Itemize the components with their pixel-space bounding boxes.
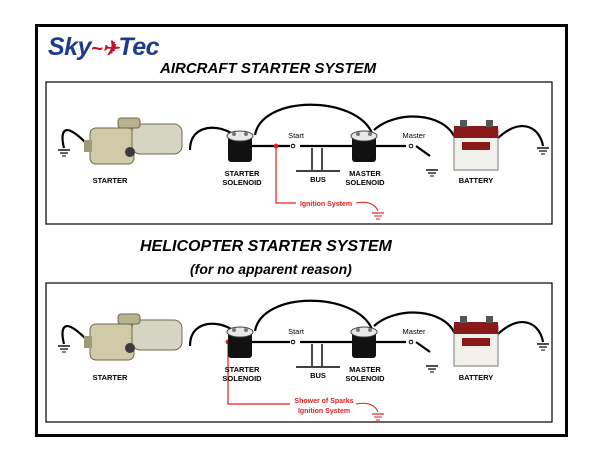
master-solenoid-icon (350, 326, 378, 358)
battery-label: BATTERY (459, 176, 494, 185)
ignition-system-label: Ignition System (298, 408, 350, 415)
logo-sky: Sky (48, 33, 91, 61)
ignition-wire (275, 146, 296, 204)
start-switch-label: Start (288, 327, 305, 336)
starter-solenoid-label: SOLENOID (222, 374, 262, 383)
starter-solenoid-icon (226, 326, 254, 358)
starter-motor-icon (84, 313, 183, 361)
start-switch-contact (290, 143, 296, 149)
bus-label: BUS (310, 371, 326, 380)
skytec-logo: Sky~✈Tec (48, 33, 160, 62)
starter-label: STARTER (93, 373, 128, 382)
master-solenoid-label: SOLENOID (345, 178, 385, 187)
logo-tec: Tec (118, 33, 160, 61)
master-solenoid-label: SOLENOID (345, 374, 385, 383)
starter-solenoid-icon (226, 130, 254, 162)
helicopter-subtitle: (for no apparent reason) (190, 261, 352, 277)
master-solenoid-label: MASTER (349, 365, 381, 374)
starter-solenoid-label: SOLENOID (222, 178, 262, 187)
helicopter-wires (61, 299, 545, 353)
master-switch-contact (408, 143, 414, 149)
bus-label: BUS (310, 175, 326, 184)
starter-motor-icon (84, 117, 183, 165)
helicopter-panel: STARTER STARTER SOLENOID Start BUS MASTE… (45, 282, 553, 423)
aircraft-title: AIRCRAFT STARTER SYSTEM (160, 60, 377, 77)
starter-solenoid-label: STARTER (225, 365, 260, 374)
starter-solenoid-label: STARTER (225, 169, 260, 178)
battery-icon (453, 120, 499, 171)
ignition-wire (227, 342, 290, 405)
helicopter-title: HELICOPTER STARTER SYSTEM (140, 238, 392, 255)
starter-label: STARTER (93, 176, 128, 185)
master-solenoid-label: MASTER (349, 169, 381, 178)
shower-of-sparks-label: Shower of Sparks (294, 398, 353, 405)
master-switch-label: Master (403, 327, 426, 336)
ignition-junction (273, 143, 279, 149)
master-switch-contact (408, 339, 414, 345)
start-switch-label: Start (288, 131, 305, 140)
aircraft-panel: STARTER STARTER SOLENOID Start BUS MASTE… (45, 81, 553, 225)
master-switch-label: Master (403, 131, 426, 140)
master-solenoid-icon (350, 130, 378, 162)
plane-swoosh-icon: ~✈ (90, 38, 119, 60)
battery-icon (453, 316, 499, 367)
ignition-system-label: Ignition System (300, 201, 352, 208)
battery-label: BATTERY (459, 373, 494, 382)
start-switch-contact (290, 339, 296, 345)
